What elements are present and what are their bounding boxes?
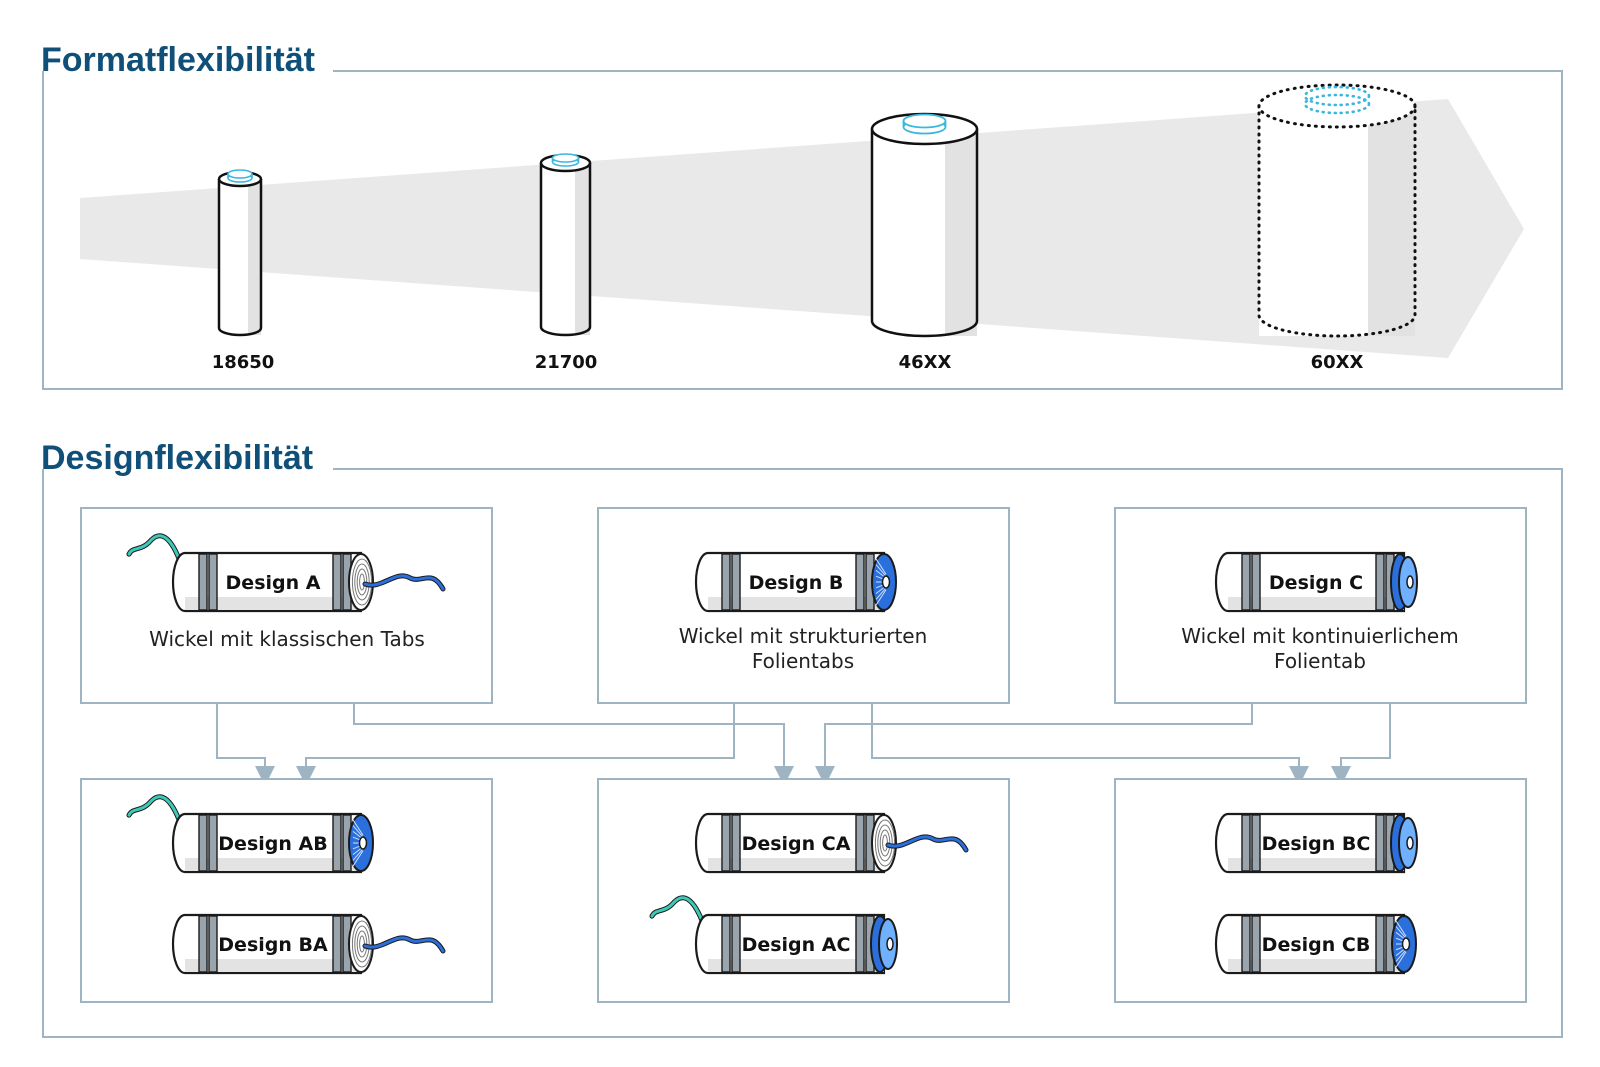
cell-design-cb-label: Design CB xyxy=(1262,934,1371,956)
cell-18650: 18650 xyxy=(212,169,275,373)
cell-46xx: 46XX xyxy=(870,112,979,373)
cell-60xx-label: 60XX xyxy=(1311,352,1364,373)
format-section: Formatflexibilität 18650 21700 xyxy=(41,41,1563,390)
cell-design-ac: Design AC xyxy=(649,895,898,975)
cell-design-a-label: Design A xyxy=(226,572,321,594)
design-section: Designflexibilität Wickel mit klassische… xyxy=(41,439,1563,1038)
cell-21700-label: 21700 xyxy=(535,352,598,373)
design-a-caption: Wickel mit klassischen Tabs xyxy=(149,627,425,651)
design-frame xyxy=(42,468,1563,1038)
cell-design-c-label: Design C xyxy=(1269,572,1363,594)
connector-lines xyxy=(216,703,1391,786)
cell-design-cb: Design CB xyxy=(1214,913,1417,975)
cell-design-a: Design A xyxy=(126,533,446,613)
cell-design-b-label: Design B xyxy=(749,572,844,594)
cell-design-ab-label: Design AB xyxy=(218,833,327,855)
cell-21700: 21700 xyxy=(535,153,598,373)
jelly-roll-cells: Design A Design B Design C Design AB Design … xyxy=(126,533,1418,975)
design-section-title: Designflexibilität xyxy=(41,439,313,477)
design-c-caption-line-2: Folientab xyxy=(1274,649,1366,673)
cell-design-c: Design C xyxy=(1214,551,1418,613)
cell-18650-label: 18650 xyxy=(212,352,275,373)
cell-design-ba-label: Design BA xyxy=(218,934,328,956)
cell-design-bc: Design BC xyxy=(1214,812,1418,874)
design-c-caption-line-1: Wickel mit kontinuierlichem xyxy=(1181,624,1458,648)
design-b-caption-line-1: Wickel mit strukturierten xyxy=(679,624,928,648)
format-frame xyxy=(42,70,1563,390)
design-b-caption-line-2: Folientabs xyxy=(752,649,854,673)
cell-design-ac-label: Design AC xyxy=(742,934,851,956)
cell-design-ca-label: Design CA xyxy=(742,833,851,855)
cell-design-ba: Design BA xyxy=(171,913,446,975)
cell-design-ab: Design AB xyxy=(126,794,374,874)
cell-design-ca: Design CA xyxy=(694,812,969,874)
size-growth-arrow xyxy=(80,99,1524,358)
cell-60xx: 60XX xyxy=(1257,83,1417,373)
cell-design-bc-label: Design BC xyxy=(1262,833,1371,855)
cell-design-b: Design B xyxy=(694,551,897,613)
cell-46xx-label: 46XX xyxy=(899,352,952,373)
format-section-title: Formatflexibilität xyxy=(41,41,315,79)
